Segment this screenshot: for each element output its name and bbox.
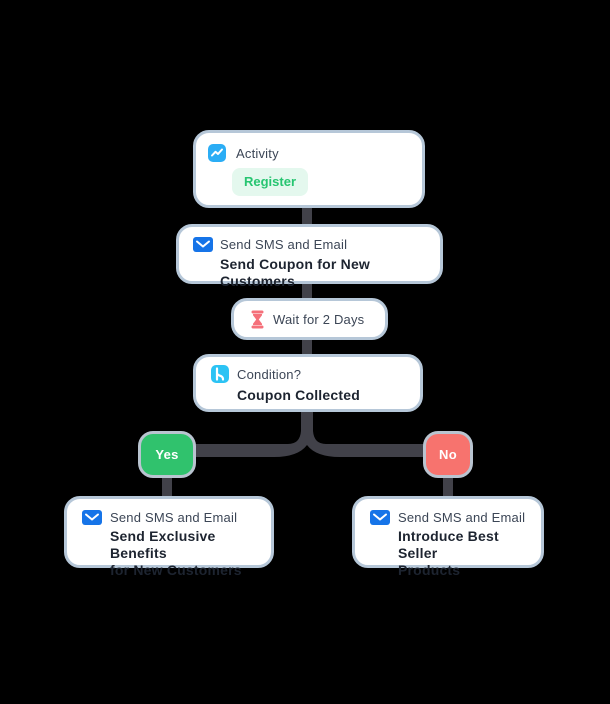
condition-node[interactable]: Condition? Coupon Collected [193, 354, 423, 412]
envelope-icon [370, 510, 390, 525]
send-coupon-subtitle: Send Coupon for New Customers [220, 256, 371, 289]
yes-badge: Yes [138, 431, 196, 478]
send-benefits-subtitle-line2: for New Customers [110, 562, 242, 578]
send-benefits-subtitle-line1: Send Exclusive Benefits [110, 528, 216, 561]
send-benefits-node[interactable]: Send SMS and Email Send Exclusive Benefi… [64, 496, 274, 578]
send-coupon-title: Send SMS and Email [220, 237, 348, 252]
envelope-icon [82, 510, 102, 525]
activity-title: Activity [236, 145, 279, 161]
condition-subtitle: Coupon Collected [237, 387, 360, 403]
hourglass-icon [251, 310, 264, 328]
wait-title: Wait for 2 Days [273, 311, 365, 327]
branch-icon [211, 365, 229, 383]
no-label: No [439, 447, 457, 462]
trend-line-icon [208, 144, 226, 162]
send-bestseller-subtitle-line2: Products [398, 562, 461, 578]
send-bestseller-subtitle-line1: Introduce Best Seller [398, 528, 499, 561]
send-bestseller-title: Send SMS and Email [398, 510, 526, 525]
condition-title: Condition? [237, 366, 302, 382]
yes-label: Yes [155, 447, 179, 462]
send-benefits-title: Send SMS and Email [110, 510, 238, 525]
no-badge: No [423, 431, 473, 478]
register-badge: Register [232, 168, 309, 196]
send-bestseller-node[interactable]: Send SMS and Email Introduce Best Seller… [352, 496, 544, 578]
wait-node[interactable]: Wait for 2 Days [231, 298, 388, 340]
send-coupon-node[interactable]: Send SMS and Email Send Coupon for New C… [176, 224, 443, 289]
connector-branch-split [166, 404, 448, 457]
envelope-icon [193, 237, 213, 252]
activity-node[interactable]: Activity Register [193, 130, 425, 208]
